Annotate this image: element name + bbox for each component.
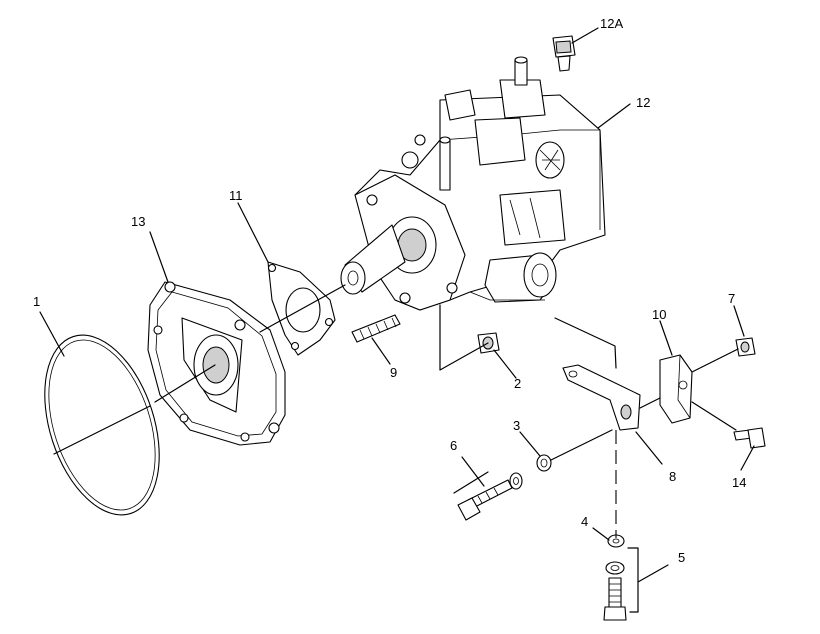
part-12a-solenoid <box>552 35 576 72</box>
callout-7: 7 <box>728 291 735 306</box>
part-5-bolt-set <box>603 561 627 621</box>
part-3-washer <box>536 454 552 472</box>
callout-1: 1 <box>33 294 40 309</box>
part-12-pump-body <box>340 56 606 311</box>
part-1-o-ring <box>44 334 160 516</box>
part-13-cover-plate <box>147 281 286 446</box>
callout-6: 6 <box>450 438 457 453</box>
callout-12: 12 <box>636 95 650 110</box>
part-14-bolt <box>733 427 766 449</box>
callout-4: 4 <box>581 514 588 529</box>
callout-14: 14 <box>732 475 746 490</box>
assembly-lines <box>53 284 739 538</box>
callout-5: 5 <box>678 550 685 565</box>
part-6-bolt-set <box>457 472 523 521</box>
callout-12a: 12A <box>600 16 623 31</box>
callout-10: 10 <box>652 307 666 322</box>
callout-2: 2 <box>514 376 521 391</box>
callout-9: 9 <box>390 365 397 380</box>
part-9-stud <box>351 314 401 343</box>
part-8-bracket <box>562 364 641 431</box>
callout-3: 3 <box>513 418 520 433</box>
leader-lines <box>39 27 755 613</box>
callout-labels: 1 2 3 4 5 6 7 8 9 10 11 12 12A 13 14 <box>33 16 746 565</box>
part-10-spacer <box>659 354 693 424</box>
callout-13: 13 <box>131 214 145 229</box>
callout-8: 8 <box>669 469 676 484</box>
callout-11: 11 <box>229 188 243 203</box>
part-7-nut <box>735 337 756 357</box>
